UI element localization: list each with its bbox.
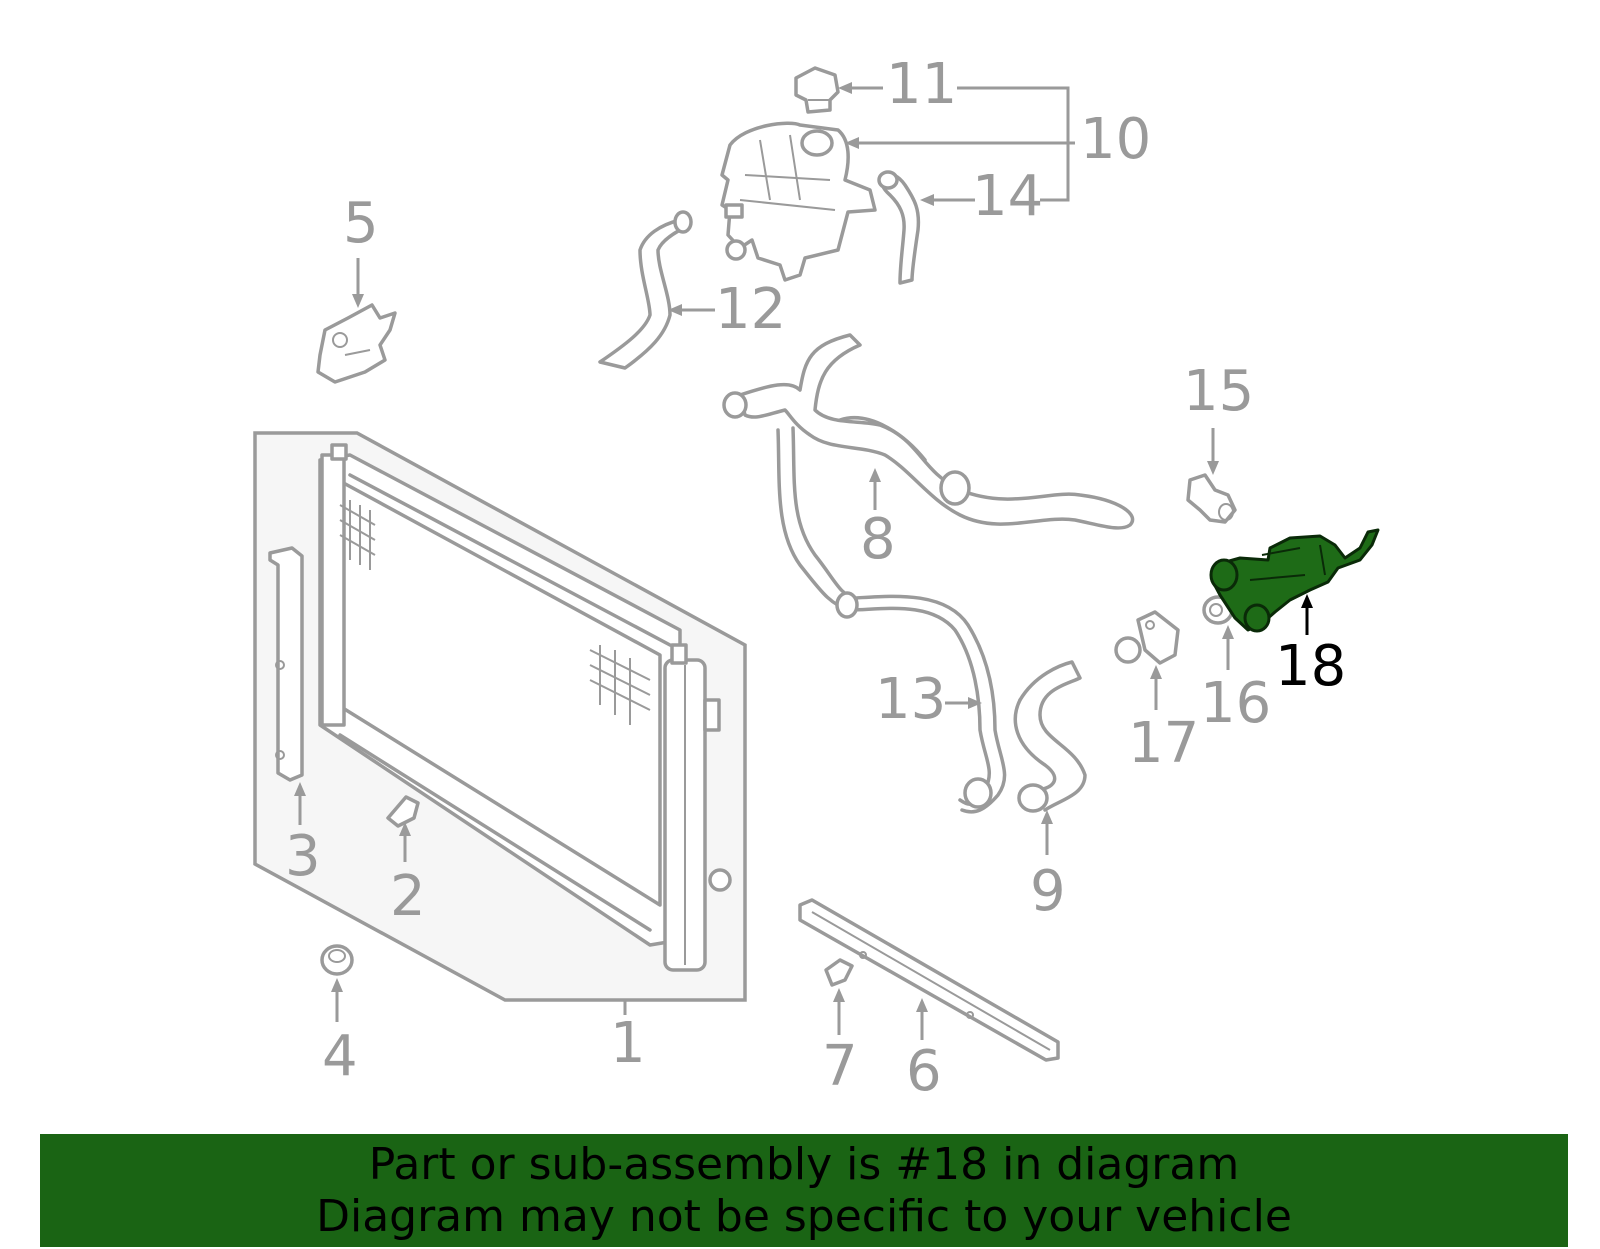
callout-5: 5 bbox=[343, 191, 379, 256]
part-10-reservoir bbox=[720, 121, 877, 282]
callout-1: 1 bbox=[610, 1011, 646, 1076]
part-14-hose bbox=[877, 170, 921, 285]
leader-lines bbox=[294, 82, 1313, 1040]
callout-11: 11 bbox=[886, 52, 957, 117]
part-15-sensor bbox=[1186, 473, 1237, 524]
callout-12: 12 bbox=[715, 277, 786, 342]
part-3-side-bracket bbox=[268, 546, 304, 782]
callout-10: 10 bbox=[1080, 107, 1151, 172]
part-13-hose bbox=[776, 426, 1007, 814]
part-12-hose bbox=[598, 210, 693, 370]
callout-3: 3 bbox=[285, 824, 321, 889]
part-11-cap bbox=[794, 66, 840, 114]
part-8-hose bbox=[722, 333, 1135, 530]
callout-8: 8 bbox=[860, 507, 896, 572]
callout-numbers: 11 10 14 12 5 8 15 18 16 17 13 9 3 2 4 1… bbox=[285, 52, 1346, 1104]
part-9-hose bbox=[1013, 660, 1087, 813]
info-banner: Part or sub-assembly is #18 in diagram D… bbox=[40, 1134, 1568, 1247]
callout-4: 4 bbox=[322, 1024, 358, 1089]
callout-18: 18 bbox=[1275, 634, 1346, 699]
part-5-bracket bbox=[316, 303, 397, 384]
part-6-support-rail bbox=[798, 898, 1060, 1062]
part-7-bolt bbox=[824, 958, 854, 987]
part-17-outlet bbox=[1114, 610, 1180, 665]
part-18-water-outlet bbox=[1209, 528, 1380, 633]
callout-2: 2 bbox=[390, 864, 426, 929]
banner-line-disclaimer: Diagram may not be specific to your vehi… bbox=[316, 1190, 1292, 1242]
callout-14: 14 bbox=[972, 164, 1043, 229]
part-2-clip bbox=[386, 795, 420, 828]
callout-17: 17 bbox=[1128, 711, 1199, 776]
callout-9: 9 bbox=[1030, 859, 1066, 924]
radiator-assembly bbox=[253, 431, 747, 1002]
callout-6: 6 bbox=[906, 1039, 942, 1104]
callout-13: 13 bbox=[875, 667, 946, 732]
callout-7: 7 bbox=[822, 1034, 858, 1099]
part-4-grommet bbox=[320, 944, 354, 976]
banner-line-part: Part or sub-assembly is #18 in diagram bbox=[368, 1138, 1240, 1190]
callout-16: 16 bbox=[1200, 671, 1271, 736]
callout-15: 15 bbox=[1183, 359, 1254, 424]
